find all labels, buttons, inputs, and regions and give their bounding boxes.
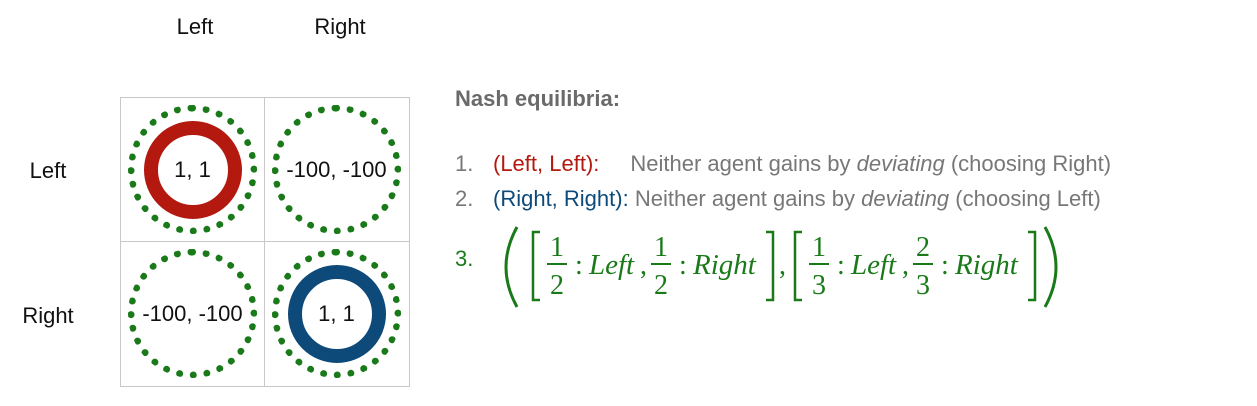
cell-left-left: 1, 1 — [120, 97, 265, 242]
strategy-profile: (Left, Left): — [493, 151, 600, 176]
open-paren — [504, 226, 519, 308]
close-bracket — [1028, 230, 1037, 302]
nash-equilibria-title: Nash equilibria: — [455, 86, 621, 111]
cell-right-right: 1, 1 — [265, 242, 410, 387]
equilibrium-item-1: 1. (Left, Left): Neither agent gains by de… — [455, 151, 1111, 177]
payoff-value: -100, -100 — [142, 300, 243, 326]
comma: , — [640, 250, 647, 281]
equilibrium-item-2: 2. (Right, Right): Neither agent gains by… — [455, 186, 1101, 212]
nash-dotted-ring — [128, 105, 257, 234]
payoff-value: 1, 1 — [318, 300, 355, 326]
frac-numerator: 1 — [654, 232, 668, 263]
item-number: 2. — [455, 186, 474, 211]
frac-numerator: 1 — [812, 232, 826, 263]
colon: : — [575, 250, 583, 281]
colon: : — [837, 250, 845, 281]
comma: , — [779, 250, 786, 281]
strategy-profile: (Right, Right): — [493, 186, 629, 211]
row-header-right: Right — [22, 303, 74, 328]
strategy-left: Left — [588, 249, 635, 281]
frac-denominator: 2 — [550, 270, 564, 301]
item-number: 3. — [455, 246, 474, 271]
frac-numerator: 1 — [550, 232, 564, 263]
strategy-right: Right — [692, 249, 757, 281]
frac-numerator: 2 — [916, 232, 930, 263]
comma: , — [902, 250, 909, 281]
row-header-left: Left — [29, 158, 67, 183]
item-number: 1. — [455, 151, 474, 176]
item-text-after: (choosing Left) — [949, 186, 1101, 211]
strategy-right: Right — [954, 249, 1019, 281]
cell-left-right: -100, -100 — [265, 97, 410, 242]
open-bracket — [531, 230, 540, 302]
item-emphasis: deviating — [861, 186, 950, 211]
close-bracket — [766, 230, 775, 302]
nash-dotted-ring — [272, 105, 401, 234]
nash-dotted-ring — [128, 249, 257, 378]
open-bracket — [793, 230, 802, 302]
payoff-value: 1, 1 — [174, 156, 211, 182]
close-paren — [1043, 226, 1058, 308]
item-text-after: (choosing Right) — [944, 151, 1112, 176]
frac-denominator: 3 — [812, 270, 826, 301]
item-text: Neither agent gains by — [628, 186, 862, 211]
cell-right-left: -100, -100 — [120, 242, 265, 387]
column-header-right: Right — [314, 14, 366, 39]
colon: : — [679, 250, 687, 281]
strategy-left: Left — [850, 249, 897, 281]
column-header-left: Left — [176, 14, 214, 39]
frac-denominator: 3 — [916, 270, 930, 301]
item-emphasis: deviating — [856, 151, 945, 176]
frac-denominator: 2 — [654, 270, 668, 301]
item-text: Neither agent gains by — [630, 151, 857, 176]
nash-dotted-ring — [272, 249, 401, 378]
mixed-strategy-formula: 1 2 : Left , 1 2 : Right , 1 3 : Left , … — [504, 226, 1058, 308]
payoff-matrix: 1, 1 -100, -100 -100, -100 1, 1 — [120, 97, 410, 387]
colon: : — [941, 250, 949, 281]
payoff-value: -100, -100 — [286, 156, 387, 182]
